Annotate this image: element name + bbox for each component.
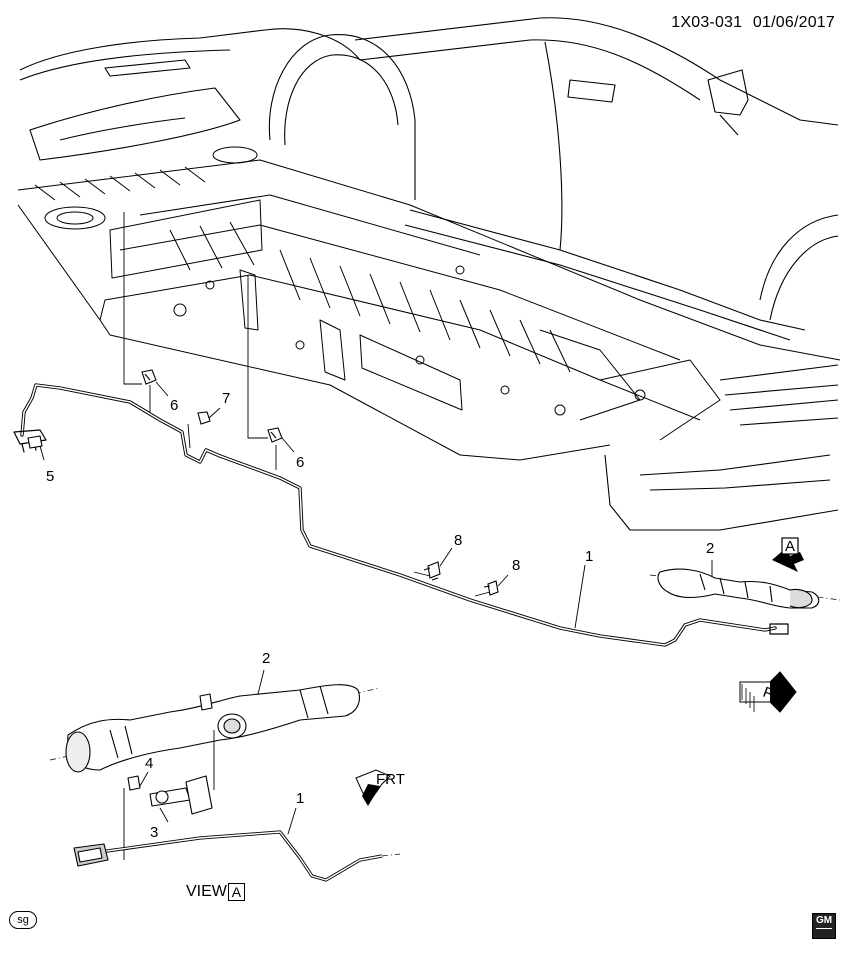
- clip-6-right: [267, 427, 283, 443]
- leader-lines: [39, 212, 713, 629]
- callout-2-view: 2: [262, 650, 270, 667]
- gm-logo-icon: GM: [812, 913, 836, 939]
- clip-8-right: [483, 580, 499, 596]
- line-assembly-main: [13, 383, 789, 647]
- front-arrow-icon: FRT: [739, 671, 797, 713]
- front-arrow-view-icon: FRT: [355, 769, 405, 806]
- view-a-detail: [49, 669, 401, 882]
- view-label-text: VIEW: [186, 883, 227, 900]
- gm-logo-text: GM: [815, 915, 833, 926]
- clip-6-left: [141, 369, 157, 385]
- callout-4: 4: [145, 755, 153, 772]
- diagram-header: 1X03-031 01/06/2017: [665, 14, 835, 32]
- vehicle-body: [19, 17, 839, 531]
- callout-8-left: 8: [454, 532, 462, 549]
- view-arrow-icon: A: [772, 537, 804, 572]
- callout-5: 5: [46, 468, 54, 485]
- fasteners: [27, 369, 499, 596]
- diagram-date: 01/06/2017: [752, 14, 835, 31]
- filler-pipe-main: [649, 568, 841, 609]
- callout-6-left: 6: [170, 397, 178, 414]
- callout-7: 7: [222, 390, 230, 407]
- clip-7: [197, 411, 211, 425]
- view-label-letter: A: [227, 883, 245, 901]
- callout-6-right: 6: [296, 454, 304, 471]
- callout-2-main: 2: [706, 540, 714, 557]
- connector-5: [27, 435, 43, 449]
- clip-8-left: [423, 561, 441, 581]
- sg-badge: sg: [9, 911, 37, 929]
- underbody-floor: [17, 146, 841, 461]
- callout-numbers: 1 2 5 6 6 7 8 8 2 1 3 4: [46, 390, 714, 841]
- view-ref-letter: A: [785, 538, 795, 555]
- callout-8-right: 8: [512, 557, 520, 574]
- callout-1-main: 1: [585, 548, 593, 565]
- diagram-id: 1X03-031: [671, 14, 743, 31]
- front-arrow-view-label: FRT: [376, 771, 405, 788]
- callout-1-view: 1: [296, 790, 304, 807]
- callout-3: 3: [150, 824, 158, 841]
- view-label: VIEW A: [186, 883, 245, 901]
